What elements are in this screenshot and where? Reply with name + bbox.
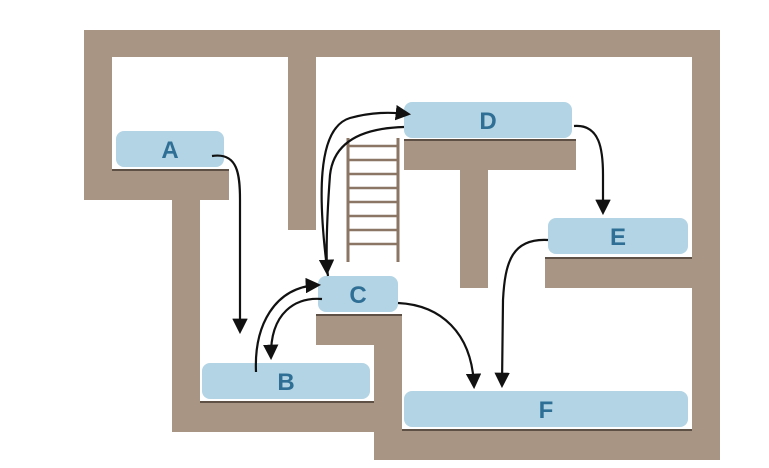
arrow-a-to-b [211,154,248,335]
ladder [346,138,400,262]
room-c: C [318,276,398,312]
room-a: A [116,131,224,167]
room-d: D [404,102,572,138]
bottom-left-wall [172,402,377,432]
left-shelf-wall [84,170,229,200]
room-b-box [202,363,370,399]
room-c-box [318,276,398,312]
arrow-d-to-c [318,125,405,276]
room-f-label: F [539,397,554,424]
room-f-box [404,391,688,427]
arrows [211,104,611,390]
arrow-c-to-d [320,104,412,277]
d-support-wall [460,140,488,288]
room-b-label: B [277,369,294,396]
room-e-label: E [610,224,626,251]
upper-divider-wall [288,30,316,230]
room-a-label: A [161,137,178,164]
right-wall [692,30,720,460]
c-ledge [316,315,402,345]
walls [84,30,720,460]
arrow-d-to-e [573,124,611,216]
room-b: B [202,363,370,399]
arrow-c-to-f [397,301,482,390]
arrow-b-to-c [254,277,322,373]
room-c-label: C [349,282,366,309]
arrow-c-to-b [263,297,323,361]
floor-lines [112,139,692,431]
room-d-box [404,102,572,138]
room-a-box [116,131,224,167]
e-ledge [545,258,720,288]
room-e: E [548,218,688,254]
room-e-box [548,218,688,254]
left-lower-wall [172,170,200,432]
room-f: F [404,391,688,427]
arrow-e-to-f [494,238,549,389]
bottom-right-wall [374,430,720,460]
top-wall [84,30,720,57]
room-d-label: D [479,108,496,135]
d-ledge [404,140,576,170]
